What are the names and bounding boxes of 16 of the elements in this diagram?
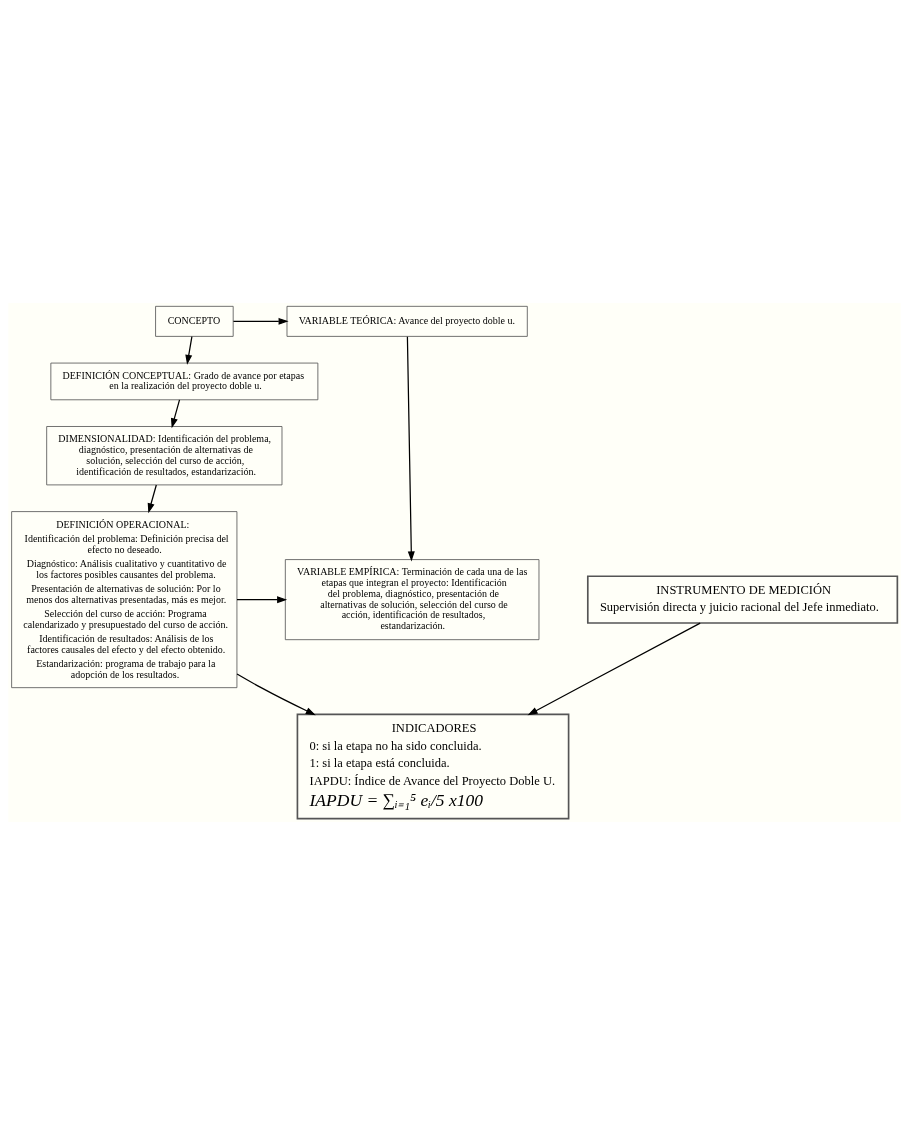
arrow: [147, 484, 157, 514]
node-box: CONCEPTO: [155, 305, 234, 337]
arrow: [236, 596, 288, 604]
arrow: [527, 622, 701, 716]
node-box: DIMENSIONALIDAD: Identificación del problema, diagnóstico, presentación de alternativas de solución, selección del curso de acción, identificación de resultados, estandarización.: [46, 426, 283, 486]
node-box: DEFINICIÓN CONCEPTUAL: Grado de avance por etapas en la realización del proyecto doble u.: [50, 362, 319, 401]
arrow: [236, 673, 316, 716]
arrow: [185, 336, 193, 365]
node-box: VARIABLE EMPÍRICA: Terminación de cada una de las etapas que integran el proyecto: Identificación del problema, diagnóstico, presentación de alternativas de solución, selección del curso de acción, identificación de resultados, estandarización.: [284, 559, 540, 641]
arrow: [232, 317, 289, 325]
node-box: DEFINICIÓN OPERACIONAL: Identificación del problema: Definición precisa del efecto no deseado. Diagnóstico: Análisis cualitativo y cuantitativo de los factores posibles causantes del problema. Presentación de alternativas de solución: Por lo menos dos alternativas presentadas, más es mejor. Selección del curso de acción: Programa calendarizado y presupuestado del curso de acción. Identificación de resultados: Análisis de los factores causales del efecto y del efecto obtenido. Estandarización: programa de trabajo para la adopción de los resultados.: [11, 511, 238, 689]
arrow: [406, 336, 415, 562]
node-box: INSTRUMENTO DE MEDICIÓN Supervisión directa y juicio racional del Jefe inmediato.: [586, 575, 899, 624]
arrow: [170, 399, 181, 429]
node-box: INDICADORES 0: si la etapa no ha sido concluida. 1: si la etapa está concluida. IAPDU: Índice de Avance del Proyecto Doble U. IAPDU = ∑ᵢ₌₁⁵ eᵢ/5 x100: [296, 713, 570, 820]
node-box: VARIABLE TEÓRICA: Avance del proyecto doble u.: [286, 305, 528, 337]
